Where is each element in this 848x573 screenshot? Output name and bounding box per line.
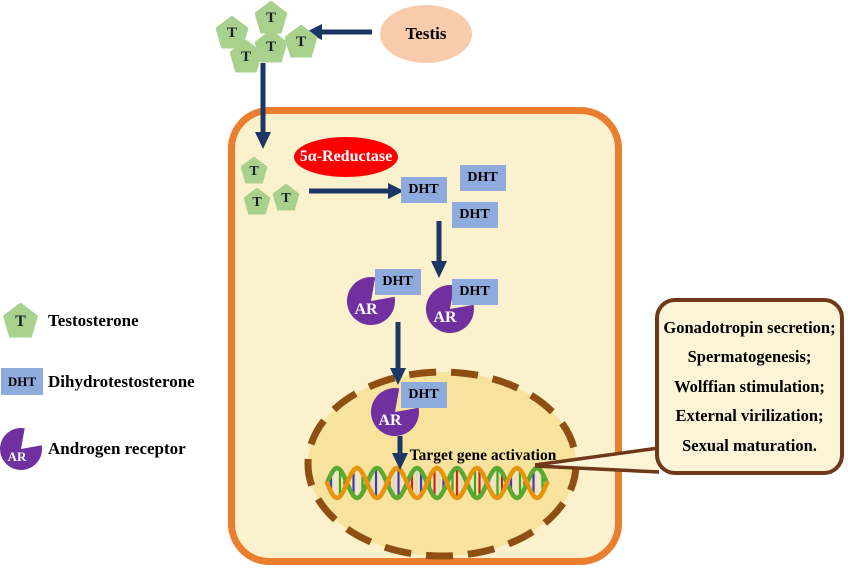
t-label: T: [15, 312, 26, 330]
target-gene-caption: Target gene activation: [409, 447, 557, 464]
dht-box: DHT: [459, 164, 506, 191]
arrow-complex-to-nucleus: [390, 322, 406, 385]
arrow-t-to-dht: [309, 183, 404, 199]
dht-label: DHT: [467, 169, 498, 185]
legend-label-testosterone: Testosterone: [48, 311, 139, 330]
ar-label: AR: [433, 309, 457, 326]
dht-box: DHT: [400, 177, 447, 203]
ar-receptor: [370, 388, 419, 437]
legend-dht-box: DHT: [1, 368, 43, 395]
reductase-enzyme-oval: 5α-Reductase: [294, 137, 398, 177]
callout-line: Gonadotropin secretion;: [663, 317, 836, 337]
dht-box: DHT: [374, 268, 421, 295]
callout-tail: [534, 446, 660, 474]
legend-label-dht: Dihydrotestosterone: [48, 372, 195, 391]
ar-receptor: [346, 277, 395, 326]
dht-label: DHT: [459, 283, 490, 299]
t-label: T: [240, 49, 251, 65]
t-label: T: [252, 194, 262, 210]
ar-label: AR: [354, 301, 378, 318]
arrow-to-gene: [392, 436, 408, 470]
dht-label: DHT: [382, 273, 413, 289]
ar-label: AR: [7, 449, 27, 464]
callout-line: Spermatogenesis;: [687, 347, 812, 366]
dht-box: DHT: [400, 381, 447, 408]
t-label: T: [226, 25, 237, 41]
arrow-into-cell: [255, 63, 271, 149]
t-label: T: [265, 39, 276, 55]
arrow-dht-down: [431, 221, 447, 278]
dht-label: DHT: [7, 373, 37, 389]
legend-label-ar: Androgen receptor: [48, 439, 186, 458]
callout-line: Wolffian stimulation;: [674, 376, 825, 396]
t-label: T: [249, 163, 259, 179]
dht-label: DHT: [408, 182, 439, 197]
dht-label: DHT: [459, 207, 490, 222]
testis-oval: Testis: [380, 5, 472, 63]
legend-ar-receptor: [0, 427, 43, 470]
dht-label: DHT: [408, 386, 439, 402]
dht-box: DHT: [451, 202, 498, 228]
ar-receptor: [425, 285, 474, 334]
t-label: T: [265, 10, 276, 26]
callout-line: External virilization;: [675, 406, 824, 425]
testis-label: Testis: [405, 24, 447, 43]
callout-box: Gonadotropin secretion; Spermatogenesis;…: [655, 298, 844, 475]
dna-helix: [324, 465, 550, 501]
t-label: T: [281, 190, 291, 206]
callout-line: Sexual maturation.: [682, 435, 817, 455]
arrow-testis-to-cluster: [306, 24, 372, 40]
reductase-label: 5α-Reductase: [299, 148, 393, 165]
dht-box: DHT: [451, 278, 498, 305]
t-label: T: [295, 34, 306, 50]
ar-label: AR: [378, 412, 402, 429]
